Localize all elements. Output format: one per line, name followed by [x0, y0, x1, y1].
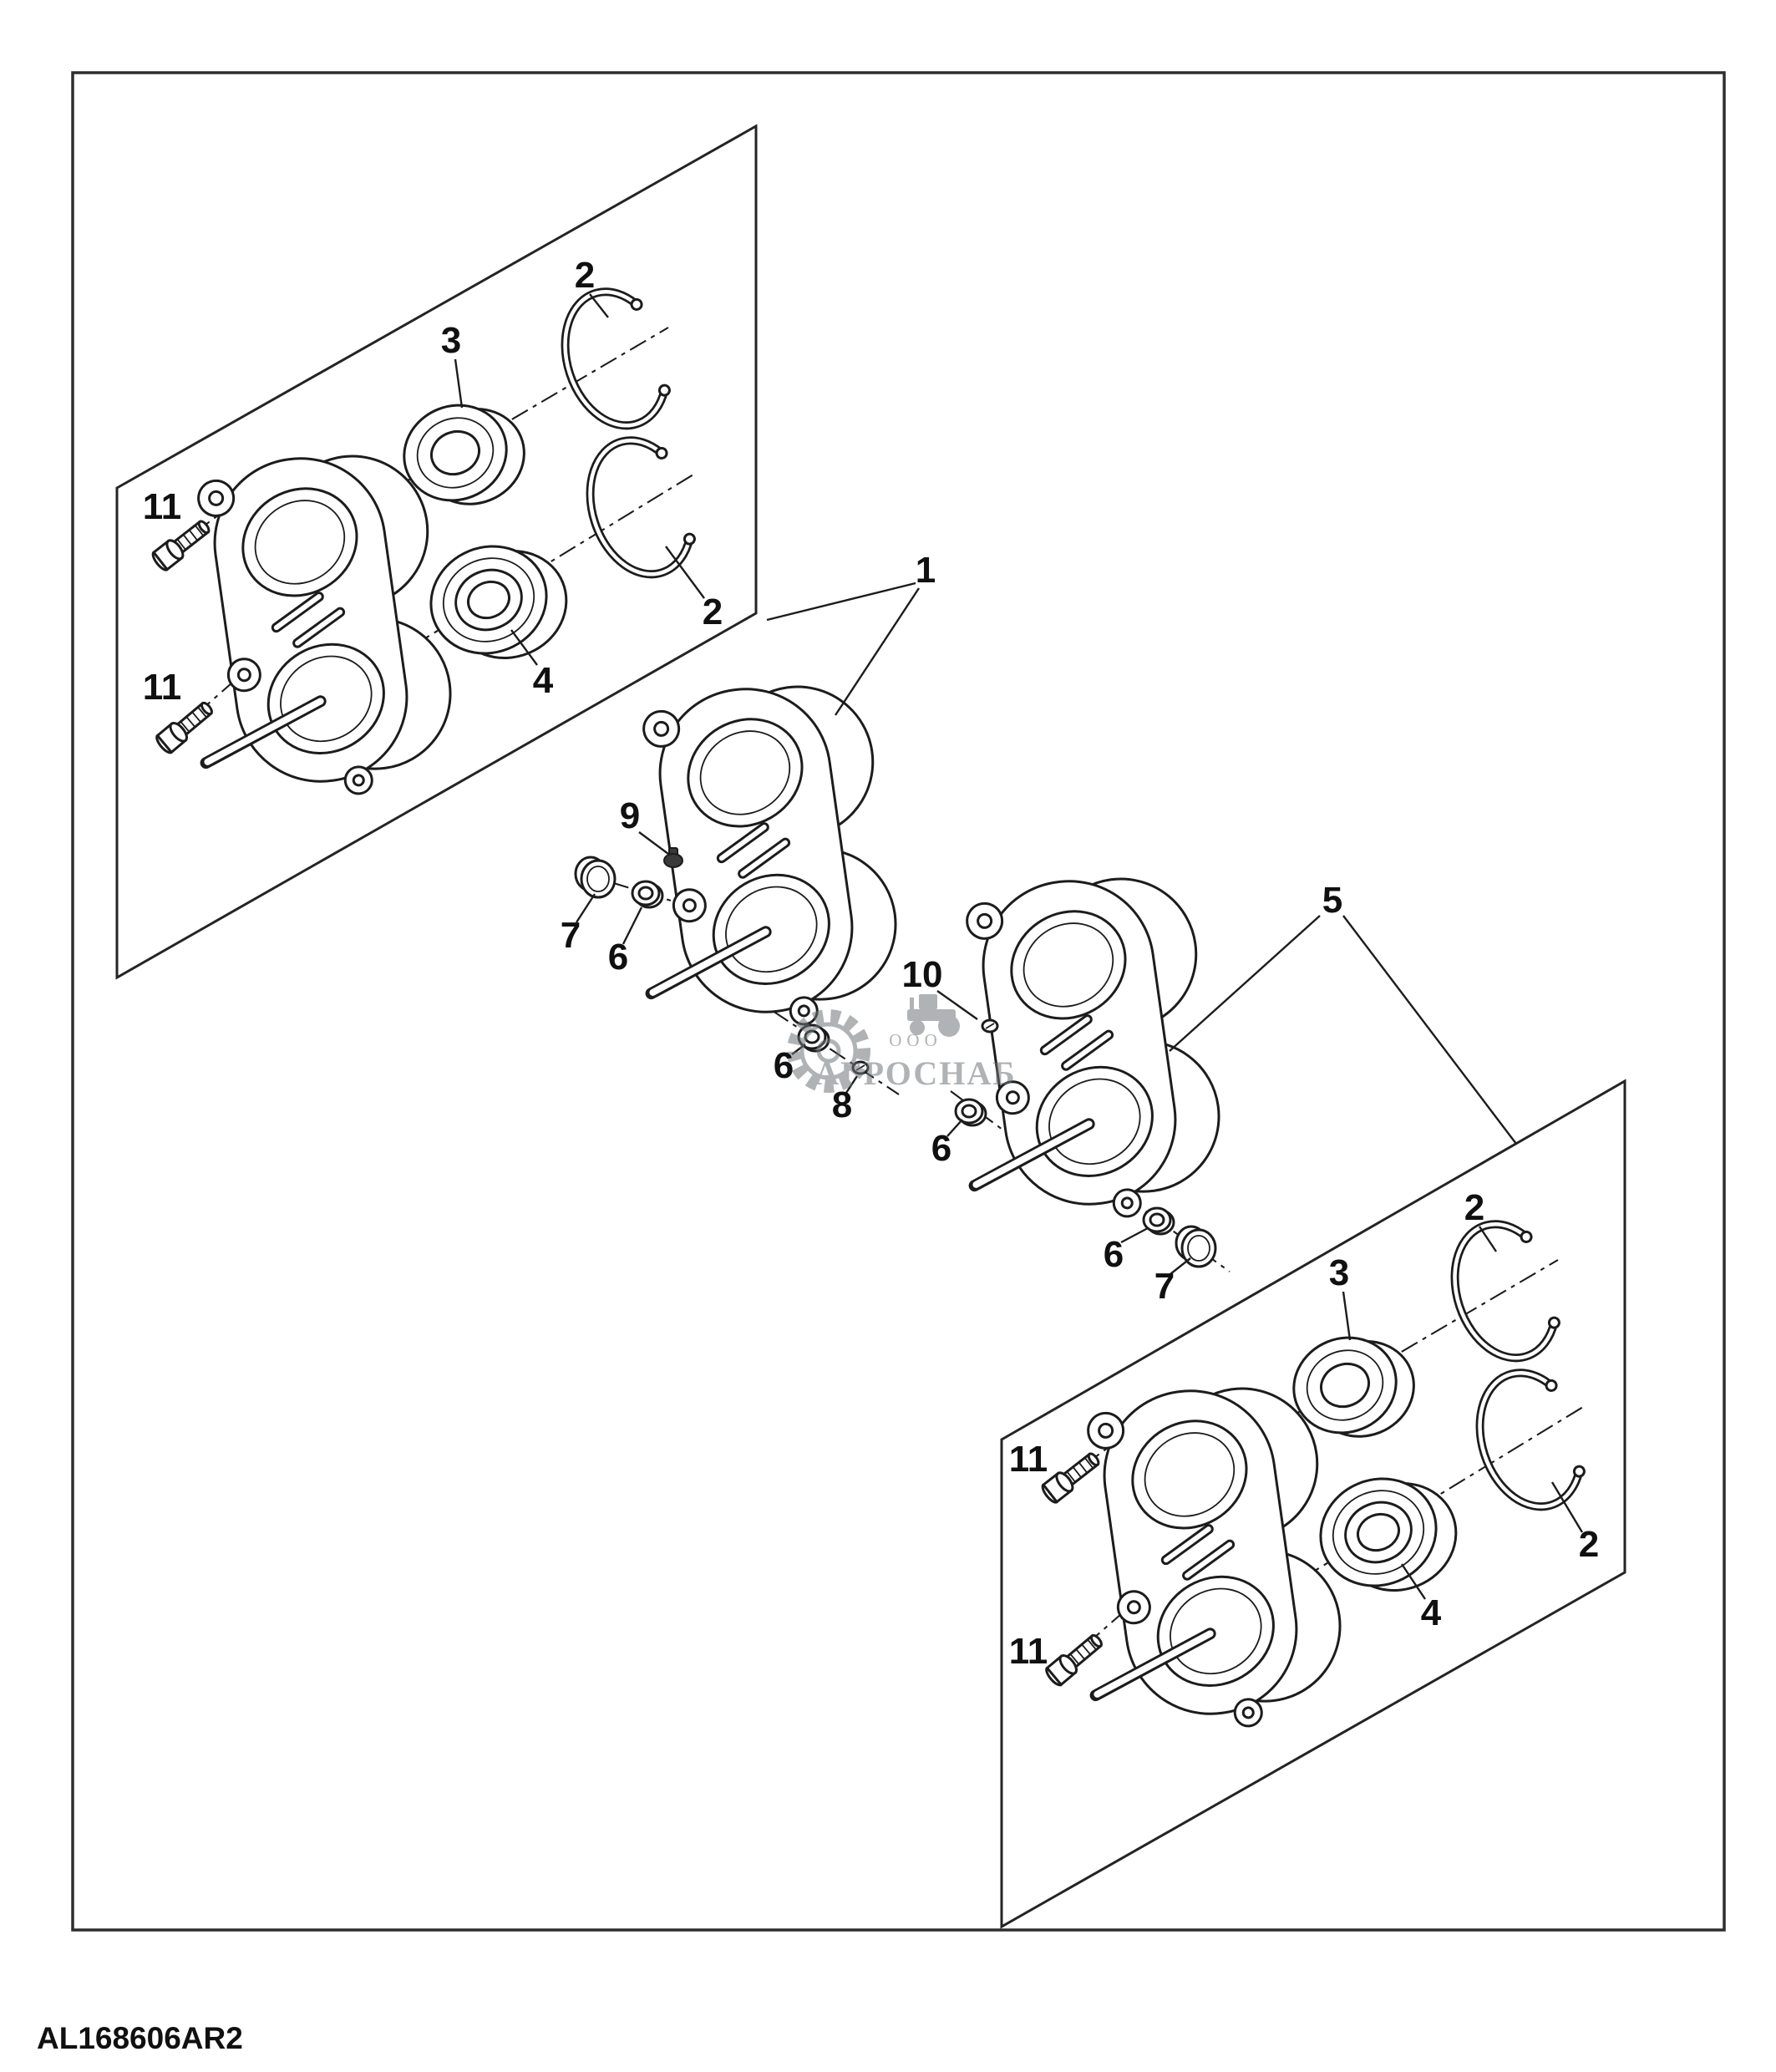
fitting — [981, 1018, 999, 1033]
callout-10: 10 — [902, 954, 943, 995]
watermark-text-agrosnab: АГРОСНАБ — [814, 1054, 1016, 1092]
callout-11-bottom-right: 11 — [1009, 1439, 1048, 1480]
callout-6-lower-right: 6 — [1104, 1234, 1124, 1275]
plug — [1175, 1225, 1217, 1268]
tractor-icon — [907, 994, 960, 1037]
callout-9: 9 — [620, 795, 640, 836]
callout-2b-bottom-right: 2 — [1579, 1524, 1599, 1565]
watermark: ООО АГРОСНАБ — [787, 994, 1016, 1093]
callout-11b-bottom-right: 11 — [1009, 1631, 1048, 1672]
callout-11b-top-left: 11 — [143, 667, 182, 708]
callout-7-right: 7 — [1154, 1266, 1175, 1307]
callout-2b-top-left: 2 — [703, 592, 723, 632]
callout-6-lower-left: 6 — [774, 1045, 794, 1086]
callout-4-top-left: 4 — [533, 660, 554, 701]
detail-panel-top-left — [115, 124, 758, 980]
callout-2-top-left: 2 — [575, 255, 595, 296]
gear-icon — [787, 1009, 870, 1093]
callout-1: 1 — [916, 550, 936, 591]
detail-view-top-left — [149, 281, 705, 815]
callouts: 2 3 2 4 11 11 1 9 7 6 6 8 10 6 6 7 5 2 3… — [143, 255, 1600, 1672]
watermark-text-ooo: ООО — [889, 1030, 942, 1050]
callout-5: 5 — [1322, 880, 1342, 921]
main-assemblies — [574, 581, 1517, 1275]
leader-lines — [454, 293, 705, 666]
callout-11-top-left: 11 — [143, 486, 182, 527]
callout-2-bottom-right: 2 — [1464, 1187, 1484, 1228]
detail-panel-bottom-right — [1000, 1079, 1626, 1929]
callout-3-bottom-right: 3 — [1329, 1252, 1349, 1293]
callout-4-bottom-right: 4 — [1421, 1592, 1442, 1633]
callout-7-left: 7 — [561, 915, 581, 956]
figure-code: AL168606AR2 — [37, 2021, 243, 2055]
callout-6-mid: 6 — [931, 1128, 951, 1169]
plug — [574, 856, 617, 899]
leader-lines — [575, 581, 1517, 1275]
washer — [1142, 1206, 1175, 1236]
callout-6-upper-left: 6 — [608, 937, 628, 978]
detail-view-bottom-right — [1038, 1213, 1591, 1747]
bearing-housing-assembly-2 — [934, 864, 1231, 1237]
callout-8: 8 — [832, 1084, 852, 1125]
page-border — [71, 71, 1726, 1932]
callout-3-top-left: 3 — [441, 320, 461, 361]
washer — [631, 880, 664, 909]
leader-lines — [1342, 1226, 1584, 1600]
bearing-housing-assembly-1 — [611, 672, 908, 1044]
